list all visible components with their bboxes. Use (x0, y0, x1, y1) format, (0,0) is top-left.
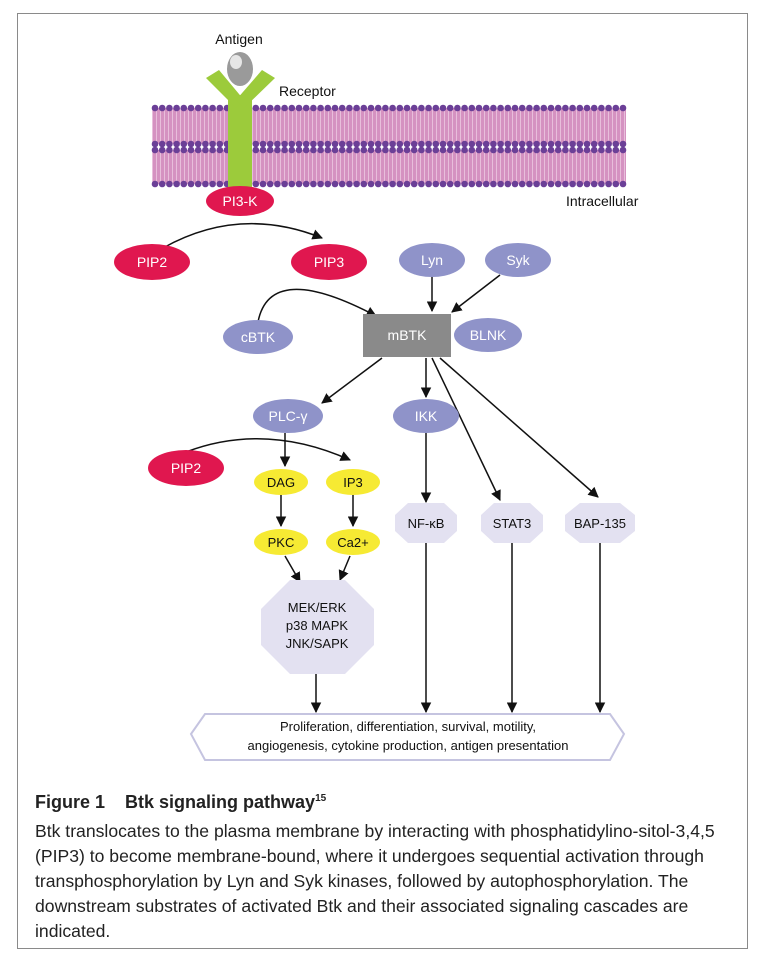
figure-frame (17, 13, 748, 949)
antigen-label: Antigen (215, 31, 262, 47)
svg-text:PKC: PKC (268, 535, 295, 550)
node-mbtk: mBTK (363, 314, 451, 357)
caption-figure-label: Figure 1 (35, 792, 106, 812)
node-ikk: IKK (393, 399, 459, 433)
caption-title-text: Btk signaling pathway (125, 792, 316, 812)
arrow-cbtk-to-mbtk (257, 288, 377, 323)
node-bap135: BAP-135 (565, 503, 635, 543)
svg-text:JNK/SAPK: JNK/SAPK (286, 636, 349, 651)
figure-caption: Figure 1 Btk signaling pathway15 Btk tra… (35, 792, 740, 944)
node-pkc: PKC (254, 529, 308, 555)
svg-text:p38 MAPK: p38 MAPK (286, 618, 348, 633)
caption-body: Btk translocates to the plasma membrane … (35, 821, 715, 941)
caption-title: Figure 1 Btk signaling pathway15 (35, 792, 740, 813)
node-plc-gamma: PLC-γ (253, 399, 323, 433)
svg-text:mBTK: mBTK (388, 327, 428, 343)
svg-text:BLNK: BLNK (470, 327, 507, 343)
svg-text:STAT3: STAT3 (493, 516, 532, 531)
svg-text:PIP3: PIP3 (314, 254, 345, 270)
arrow-plc-to-ip3 (185, 438, 351, 461)
antigen-sphere (227, 52, 253, 86)
node-pip3: PIP3 (291, 244, 367, 280)
svg-text:NF-κB: NF-κB (408, 516, 445, 531)
node-stat3: STAT3 (481, 503, 543, 543)
svg-text:Lyn: Lyn (421, 252, 443, 268)
svg-text:PIP2: PIP2 (171, 460, 202, 476)
node-pip2-bottom: PIP2 (148, 450, 224, 486)
cell-membrane (151, 104, 627, 188)
arrow-syk-to-mbtk (451, 274, 501, 313)
svg-text:IP3: IP3 (343, 475, 363, 490)
btk-pathway-diagram: Antigen Receptor Intracellular PI3-K PIP… (114, 31, 639, 761)
node-pi3k: PI3-K (206, 186, 274, 216)
svg-text:Ca2+: Ca2+ (337, 535, 368, 550)
svg-text:BAP-135: BAP-135 (574, 516, 626, 531)
receptor-shape (206, 70, 275, 195)
arrow-pkc-to-mapk (284, 555, 301, 583)
svg-text:Proliferation, differentiation: Proliferation, differentiation, survival… (280, 719, 536, 734)
svg-text:PI3-K: PI3-K (222, 193, 258, 209)
node-lyn: Lyn (399, 243, 465, 277)
node-mapk-cascade: MEK/ERK p38 MAPK JNK/SAPK (261, 580, 374, 674)
node-blnk: BLNK (454, 318, 522, 352)
svg-text:MEK/ERK: MEK/ERK (288, 600, 347, 615)
node-nfkb: NF-κB (395, 503, 457, 543)
svg-text:PLC-γ: PLC-γ (269, 408, 308, 424)
arrow-mbtk-to-stat3 (431, 357, 501, 501)
node-outcome: Proliferation, differentiation, survival… (189, 713, 626, 761)
arrow-pip2-to-pip3 (162, 222, 323, 249)
arrow-mbtk-to-plc (321, 357, 383, 404)
node-cbtk: cBTK (223, 320, 293, 354)
node-syk: Syk (485, 243, 551, 277)
receptor-label: Receptor (279, 83, 336, 99)
arrow-ca2-to-mapk (338, 555, 351, 581)
svg-text:DAG: DAG (267, 475, 295, 490)
svg-text:Syk: Syk (506, 252, 530, 268)
svg-text:PIP2: PIP2 (137, 254, 168, 270)
svg-text:IKK: IKK (415, 408, 438, 424)
node-pip2-top: PIP2 (114, 244, 190, 280)
svg-text:cBTK: cBTK (241, 329, 276, 345)
caption-reference: 15 (315, 793, 327, 804)
intracellular-label: Intracellular (566, 193, 639, 209)
node-ip3: IP3 (326, 469, 380, 495)
svg-text:angiogenesis, cytokine product: angiogenesis, cytokine production, antig… (248, 738, 569, 753)
node-ca2: Ca2+ (326, 529, 380, 555)
node-dag: DAG (254, 469, 308, 495)
arrow-mbtk-to-bap135 (439, 357, 599, 498)
